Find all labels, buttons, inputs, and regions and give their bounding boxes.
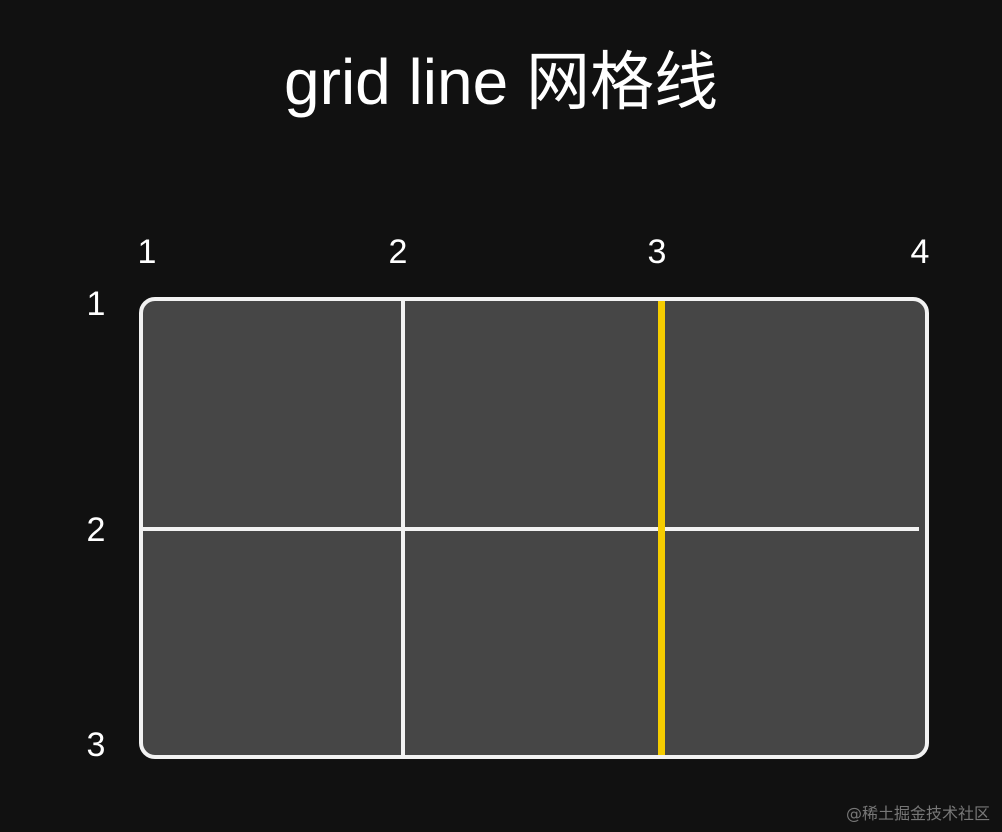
watermark: @稀土掘金技术社区 xyxy=(845,804,990,823)
grid-container xyxy=(139,297,929,759)
column-grid-line-3-highlighted xyxy=(658,301,665,755)
row-line-label-1: 1 xyxy=(86,285,106,323)
column-line-label-2: 2 xyxy=(388,233,408,271)
row-line-label-3: 3 xyxy=(86,726,106,764)
column-line-label-3: 3 xyxy=(647,233,667,271)
column-line-label-4: 4 xyxy=(910,233,930,271)
title: grid line 网格线 xyxy=(284,46,718,118)
row-grid-line-2 xyxy=(143,527,919,531)
column-line-label-1: 1 xyxy=(137,233,157,271)
row-line-label-2: 2 xyxy=(86,511,106,549)
